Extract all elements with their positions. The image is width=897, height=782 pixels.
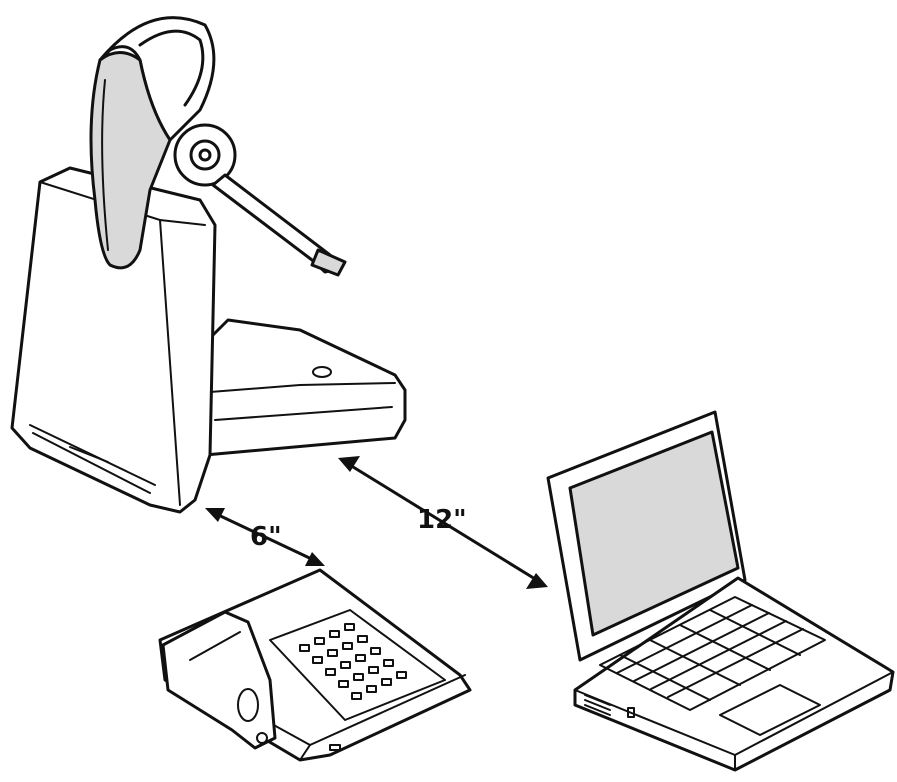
- laptop-icon: [548, 412, 893, 770]
- phone-distance-label: 6": [250, 522, 282, 552]
- laptop-distance-label: 12": [417, 505, 467, 535]
- desk-phone-icon: [160, 570, 470, 760]
- headset-icon: [91, 18, 345, 275]
